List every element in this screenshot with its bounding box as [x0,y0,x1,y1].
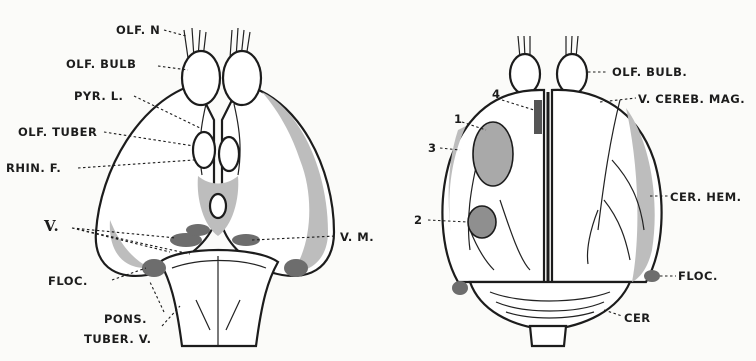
label-v: V. [44,220,59,232]
label-area-3: 3 [428,142,437,154]
label-pons: PONS. [104,313,147,325]
label-olf-tuber: OLF. TUBER [18,126,97,138]
label-olf-bulb-dorsal: OLF. BULB. [612,66,687,78]
label-tuber-v: TUBER. V. [84,333,152,345]
label-cer: CER [624,312,651,324]
dorsal-brain-drawing [428,36,676,346]
label-floc-ventral: FLOC. [48,275,88,287]
label-olf-bulb: OLF. BULB [66,58,136,70]
label-pyr-l: PYR. L. [74,90,123,102]
label-cer-hem: CER. HEM. [670,191,742,203]
label-area-2: 2 [414,214,423,226]
label-area-1: 1 [454,113,463,125]
label-olf-n: OLF. N [116,24,160,36]
label-v-cereb-mag: V. CEREB. MAG. [638,93,745,105]
ventral-brain-drawing [72,28,336,346]
label-v-m: V. M. [340,231,374,243]
label-rhin-f: RHIN. F. [6,162,61,174]
label-area-4: 4 [492,88,501,100]
label-floc-dorsal: FLOC. [678,270,718,282]
